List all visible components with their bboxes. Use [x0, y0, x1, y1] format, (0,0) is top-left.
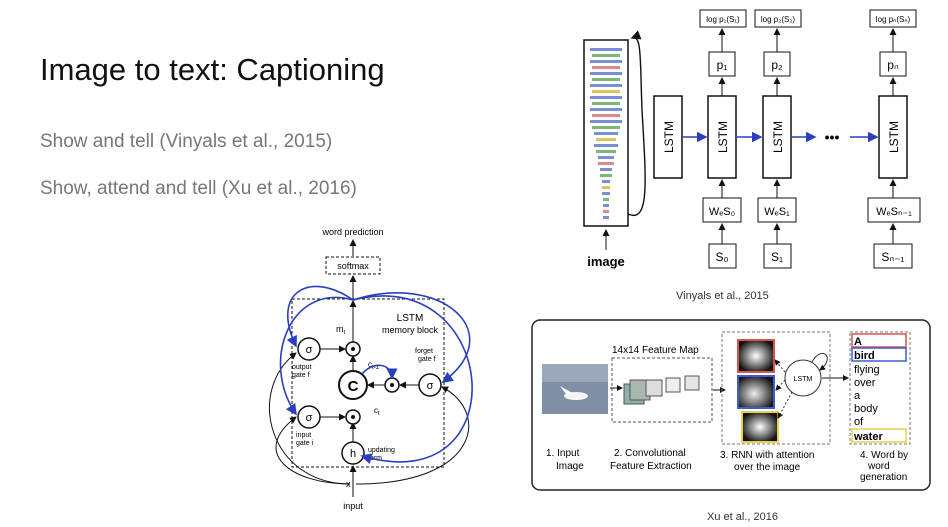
lstm-box-n — [878, 95, 908, 179]
input-gate-label: input — [296, 432, 311, 439]
output-gate-label-2: gate f — [292, 372, 310, 379]
lstm-memory-block-diagram: word prediction softmax LSTM memory bloc… — [269, 227, 473, 511]
xu-caption: Xu et al., 2016 — [707, 511, 778, 523]
rnn-lstm-node — [784, 359, 822, 397]
softmax-label: softmax — [337, 261, 369, 271]
lstm-label-1: LSTM — [716, 121, 730, 153]
step-4-line-3: generation — [860, 472, 907, 483]
output-label-1: log p₁(S₁) — [706, 15, 740, 24]
input-gate-sigma-symbol: σ — [306, 412, 313, 424]
conv-feature-maps — [623, 375, 700, 405]
highlight-water — [851, 428, 907, 443]
ct1-label: ct-1 — [368, 360, 380, 371]
word-label-n: Sₙ₋₁ — [881, 250, 904, 264]
embed-box-1 — [757, 197, 797, 223]
step-2-line-1: 2. Convolutional — [614, 448, 686, 459]
step-4-line-2: word — [867, 461, 890, 472]
caption-word-7: water — [853, 431, 883, 443]
word-prediction-label: word prediction — [321, 227, 383, 237]
output-gate-label: output — [292, 364, 312, 371]
caption-words-box — [849, 331, 911, 445]
feature-map-label: 14x14 Feature Map — [612, 345, 699, 356]
input-gate-label-2: gate i — [296, 440, 314, 447]
attention-map-3 — [741, 411, 779, 443]
caption-word-0: A — [854, 336, 862, 348]
prob-label-n: pₙ — [887, 58, 899, 72]
xu-diagram-frame — [531, 319, 931, 491]
h-label: h — [350, 448, 356, 460]
caption-word-3: over — [854, 377, 876, 389]
step-2-line-2: Feature Extraction — [610, 461, 692, 472]
caption-word-1: bird — [854, 350, 875, 362]
embed-label-1: WₑS₁ — [764, 206, 790, 218]
show-and-tell-diagram: image LSTM LSTM LSTM ••• LSTM log p₁(S₁)… — [583, 9, 921, 269]
lstm-label-0: LSTM — [662, 121, 676, 153]
highlight-a — [851, 333, 907, 348]
vinyals-caption: Vinyals et al., 2015 — [676, 290, 769, 302]
embed-box-n — [867, 197, 921, 223]
caption-word-5: body — [854, 403, 878, 415]
output-box-n — [869, 9, 917, 28]
prob-box-2 — [763, 51, 791, 77]
ellipsis-label: ••• — [825, 129, 840, 145]
block-title-lstm: LSTM — [397, 313, 424, 324]
caption-word-4: a — [854, 390, 861, 402]
caption-word-6: of — [854, 416, 864, 428]
output-box-2 — [754, 9, 802, 28]
forget-gate-sigma-symbol: σ — [427, 380, 434, 392]
step-1-line-2: Image — [556, 461, 584, 472]
prob-label-1: p₁ — [717, 58, 728, 72]
highlight-bird — [851, 347, 907, 362]
word-label-0: S₀ — [716, 250, 729, 264]
mt-label: mt — [336, 324, 346, 336]
rnn-lstm-label: LSTM — [794, 376, 813, 383]
word-box-0 — [708, 243, 737, 269]
attention-map-1 — [737, 339, 775, 373]
output-label-2: log p₂(S₂) — [761, 15, 796, 24]
embed-label-n: WₑSₙ₋₁ — [876, 206, 912, 218]
slide-title: Image to text: Captioning — [40, 52, 385, 87]
output-box-1 — [699, 9, 747, 28]
cell-label: C — [348, 378, 359, 395]
updating-term-node — [341, 441, 365, 465]
subtitle-show-and-tell: Show and tell (Vinyals et al., 2015) — [40, 131, 333, 152]
softmax-box — [325, 256, 381, 275]
embed-label-0: WₑS₀ — [709, 206, 735, 218]
updating-term-label: updating — [368, 447, 395, 454]
prob-box-1 — [708, 51, 736, 77]
lstm-label-n: LSTM — [887, 121, 901, 153]
caption-word-2: flying — [854, 364, 880, 376]
word-box-1 — [763, 243, 792, 269]
block-title-memory: memory block — [382, 325, 439, 335]
step-3-line-2: over the image — [734, 462, 801, 473]
step-3-line-1: 3. RNN with attention — [720, 450, 815, 461]
show-attend-tell-diagram: 1. Input Image 14x14 Feature Map 2. Conv… — [531, 319, 931, 491]
word-box-n — [873, 243, 913, 269]
lstm-box-0 — [653, 95, 683, 179]
word-label-1: S₁ — [771, 250, 783, 264]
input-label: input — [343, 501, 363, 511]
cnn-layers-graphic — [590, 48, 622, 219]
memory-block-border — [291, 298, 445, 468]
subtitle-show-attend-tell: Show, attend and tell (Xu et al., 2016) — [40, 178, 357, 199]
lstm-label-2: LSTM — [771, 121, 785, 153]
prob-box-n — [879, 51, 907, 77]
step-4-line-1: 4. Word by — [860, 450, 908, 461]
lstm-box-1 — [707, 95, 737, 179]
output-label-n: log pₙ(Sₙ) — [876, 15, 911, 24]
input-image-bird — [542, 364, 608, 414]
ct-label: ct — [374, 406, 380, 417]
feature-map-box — [611, 357, 713, 423]
forget-gate-label-2: gate f — [418, 356, 436, 363]
prob-label-2: p₂ — [771, 58, 783, 72]
forget-gate-label: forget — [415, 348, 433, 355]
step-1-line-1: 1. Input — [546, 448, 580, 459]
attention-map-2 — [737, 375, 775, 409]
image-label: image — [587, 254, 625, 269]
lstm-box-2 — [762, 95, 792, 179]
output-gate-sigma-symbol: σ — [306, 344, 313, 356]
